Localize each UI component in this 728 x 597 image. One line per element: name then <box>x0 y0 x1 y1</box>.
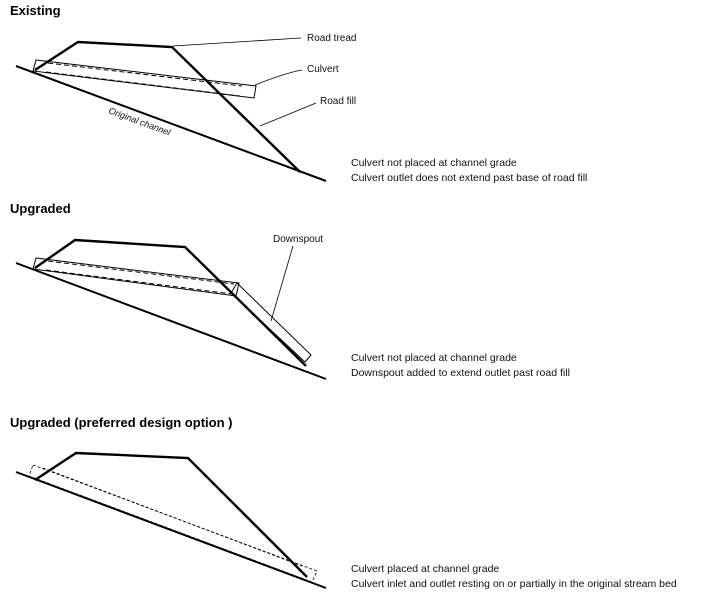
original-channel-line <box>15 65 327 182</box>
panel-note-existing-2: Culvert outlet does not extend past base… <box>351 172 588 184</box>
road-fill-outline <box>34 238 307 367</box>
original-channel-label: Original channel <box>107 105 172 137</box>
panel-existing-drawing: Road tread Culvert Road fill Original ch… <box>15 33 356 182</box>
downspout-pipe <box>230 282 312 363</box>
culvert-top-dashed <box>47 62 243 87</box>
road-fill-label: Road fill <box>320 96 356 107</box>
panel-note-upgraded-1: Culvert not placed at channel grade <box>351 352 517 364</box>
downspout-label: Downspout <box>273 234 323 245</box>
panel-preferred-drawing <box>15 451 327 589</box>
original-channel-line <box>15 262 327 380</box>
culvert-box <box>32 59 257 99</box>
culvert-box <box>32 257 240 297</box>
road-fill-leader <box>259 102 317 127</box>
panel-note-upgraded-2: Downspout added to extend outlet past ro… <box>351 367 570 379</box>
road-tread-leader <box>172 37 302 47</box>
panel-heading-existing: Existing <box>10 3 61 18</box>
panel-note-preferred-1: Culvert placed at channel grade <box>351 563 500 575</box>
culvert-bottom-dashed <box>45 269 233 295</box>
panel-heading-preferred: Upgraded (preferred design option ) <box>10 415 233 430</box>
road-tread-label: Road tread <box>307 33 356 44</box>
panel-note-preferred-2: Culvert inlet and outlet resting on or p… <box>351 578 677 590</box>
culvert-label: Culvert <box>307 64 339 75</box>
culvert-bottom-dashed <box>45 71 241 97</box>
original-channel-line <box>15 471 327 589</box>
culvert-leader <box>254 69 303 86</box>
panel-upgraded-drawing: Downspout <box>15 234 327 380</box>
road-fill-outline <box>34 40 301 173</box>
downspout-leader <box>270 245 294 322</box>
culvert-top-dashed <box>47 260 235 285</box>
panel-note-existing-1: Culvert not placed at channel grade <box>351 157 517 169</box>
road-fill-outline <box>34 451 308 578</box>
culvert-box-dashed <box>28 464 318 583</box>
panel-heading-upgraded: Upgraded <box>10 201 71 216</box>
culvert-top-dashed <box>42 467 303 567</box>
